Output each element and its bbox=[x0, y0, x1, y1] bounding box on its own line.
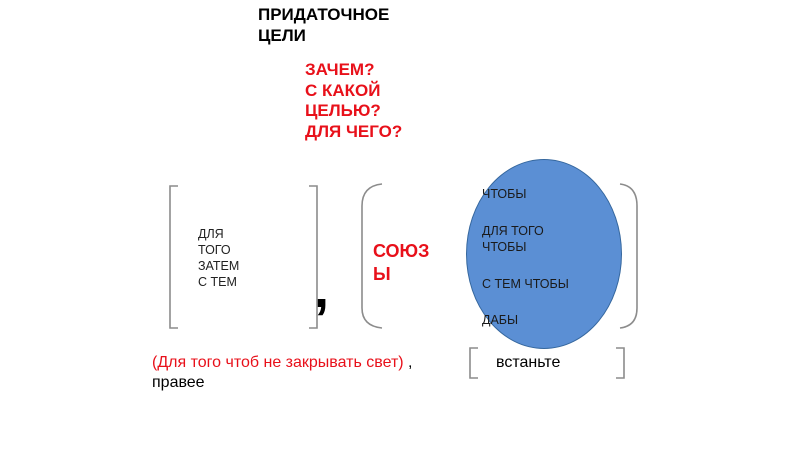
question-2: С КАКОЙ bbox=[305, 80, 381, 100]
example-bracket-right bbox=[616, 347, 625, 379]
conjunction-item: ЧТОБЫ bbox=[482, 240, 527, 254]
conjunction-item: ДАБЫ bbox=[482, 313, 519, 327]
question-3: ЦЕЛЬЮ? bbox=[305, 101, 381, 120]
main-clause-word-1: ДЛЯ bbox=[198, 227, 224, 241]
example-main-clause-end: правее bbox=[152, 374, 205, 391]
conjunctions-label-line-1: СОЮЗ bbox=[373, 241, 430, 261]
main-clause-bracket-left bbox=[169, 185, 178, 329]
subordinate-clause-ellipse bbox=[466, 159, 622, 349]
example-subordinate-clause: (Для того чтоб не закрывать свет) bbox=[152, 354, 404, 371]
title-line-1: ПРИДАТОЧНОЕ bbox=[258, 5, 390, 24]
conjunction-item: С ТЕМ ЧТОБЫ bbox=[482, 277, 569, 291]
example-bracket-left bbox=[469, 347, 478, 379]
title-line-2: ЦЕЛИ bbox=[258, 26, 306, 45]
comma-separator: , bbox=[314, 259, 330, 319]
example-main-clause-start: встаньте bbox=[496, 354, 561, 371]
subordinate-clause-paren-left bbox=[361, 183, 383, 329]
conjunction-item: ДЛЯ ТОГО bbox=[482, 224, 544, 238]
conjunction-item: ЧТОБЫ bbox=[482, 187, 527, 201]
main-clause-word-4: С ТЕМ bbox=[198, 275, 237, 289]
main-clause-word-3: ЗАТЕМ bbox=[198, 259, 240, 273]
main-clause-bracket-right bbox=[309, 185, 318, 329]
main-clause-words: ДЛЯ ТОГО ЗАТЕМ С ТЕМ bbox=[198, 226, 278, 290]
diagram-title: ПРИДАТОЧНОЕ ЦЕЛИ bbox=[258, 4, 438, 46]
conjunctions-label: СОЮЗ Ы bbox=[373, 240, 443, 286]
example-sentence: (Для того чтоб не закрывать свет) , прав… bbox=[152, 353, 472, 393]
conjunctions-label-line-2: Ы bbox=[373, 264, 391, 284]
main-clause-word-2: ТОГО bbox=[198, 243, 231, 257]
question-list: ЗАЧЕМ? С КАКОЙ ЦЕЛЬЮ? ДЛЯ ЧЕГО? bbox=[305, 60, 505, 142]
subordinate-clause-paren-right bbox=[619, 183, 638, 329]
example-comma: , bbox=[403, 354, 413, 371]
question-1: ЗАЧЕМ? bbox=[305, 60, 375, 79]
question-4: ДЛЯ ЧЕГО? bbox=[305, 121, 403, 141]
